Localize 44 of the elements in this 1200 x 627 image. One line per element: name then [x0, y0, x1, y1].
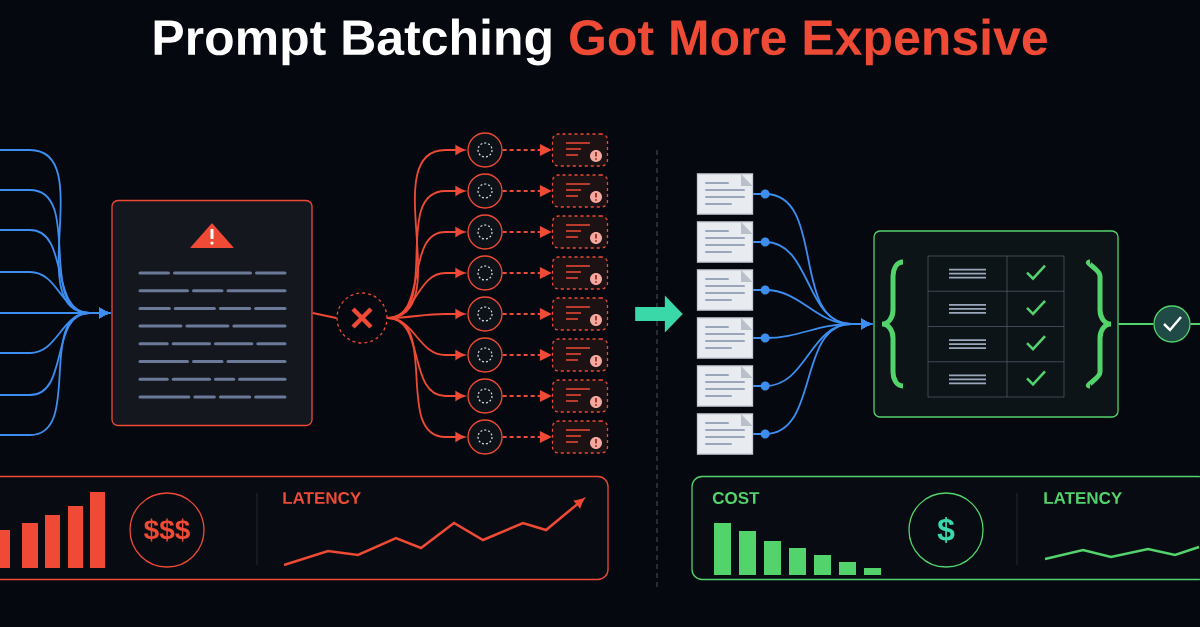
- arrow: [752, 319, 872, 435]
- document-icon: [696, 173, 754, 215]
- document-box: [111, 199, 313, 427]
- arrow: [501, 267, 552, 279]
- error-box: [551, 133, 609, 167]
- arrow: [501, 185, 552, 197]
- error-box: [551, 379, 609, 413]
- error-box: [551, 420, 609, 454]
- table-box: [873, 230, 1119, 418]
- metric-label: LATENCY: [1044, 492, 1122, 505]
- check-circle: [1153, 305, 1191, 343]
- cost-symbol: $$$: [144, 518, 190, 542]
- arrow: [501, 431, 552, 443]
- arrow: [0, 308, 110, 436]
- metric-label: COST: [712, 492, 760, 505]
- document-icon: [696, 413, 754, 455]
- arrow: [386, 317, 466, 442]
- document-icon: [696, 269, 754, 311]
- request-circle: [467, 337, 503, 373]
- arrow: [501, 144, 552, 156]
- error-box: [551, 215, 609, 249]
- error-box: [551, 174, 609, 208]
- request-circle: [467, 214, 503, 250]
- request-circle: [467, 378, 503, 414]
- arrow: [501, 226, 552, 238]
- metric-label: LATENCY: [283, 492, 361, 505]
- error-circle: [336, 292, 388, 344]
- request-circle: [467, 419, 503, 455]
- arrow: [501, 349, 552, 361]
- request-circle: [467, 255, 503, 291]
- request-circle: [467, 173, 503, 209]
- error-box: [551, 338, 609, 372]
- arrow: [501, 308, 552, 320]
- document-icon: [696, 365, 754, 407]
- cost-symbol: $: [937, 516, 955, 544]
- request-circle: [467, 296, 503, 332]
- title: Prompt Batching: [154, 18, 551, 66]
- request-circle: [467, 132, 503, 168]
- error-box: [551, 297, 609, 331]
- document-icon: [696, 221, 754, 263]
- document-icon: [696, 317, 754, 359]
- title-accent: Got More Expensive: [570, 18, 1047, 66]
- arrow: [501, 390, 552, 402]
- error-box: [551, 256, 609, 290]
